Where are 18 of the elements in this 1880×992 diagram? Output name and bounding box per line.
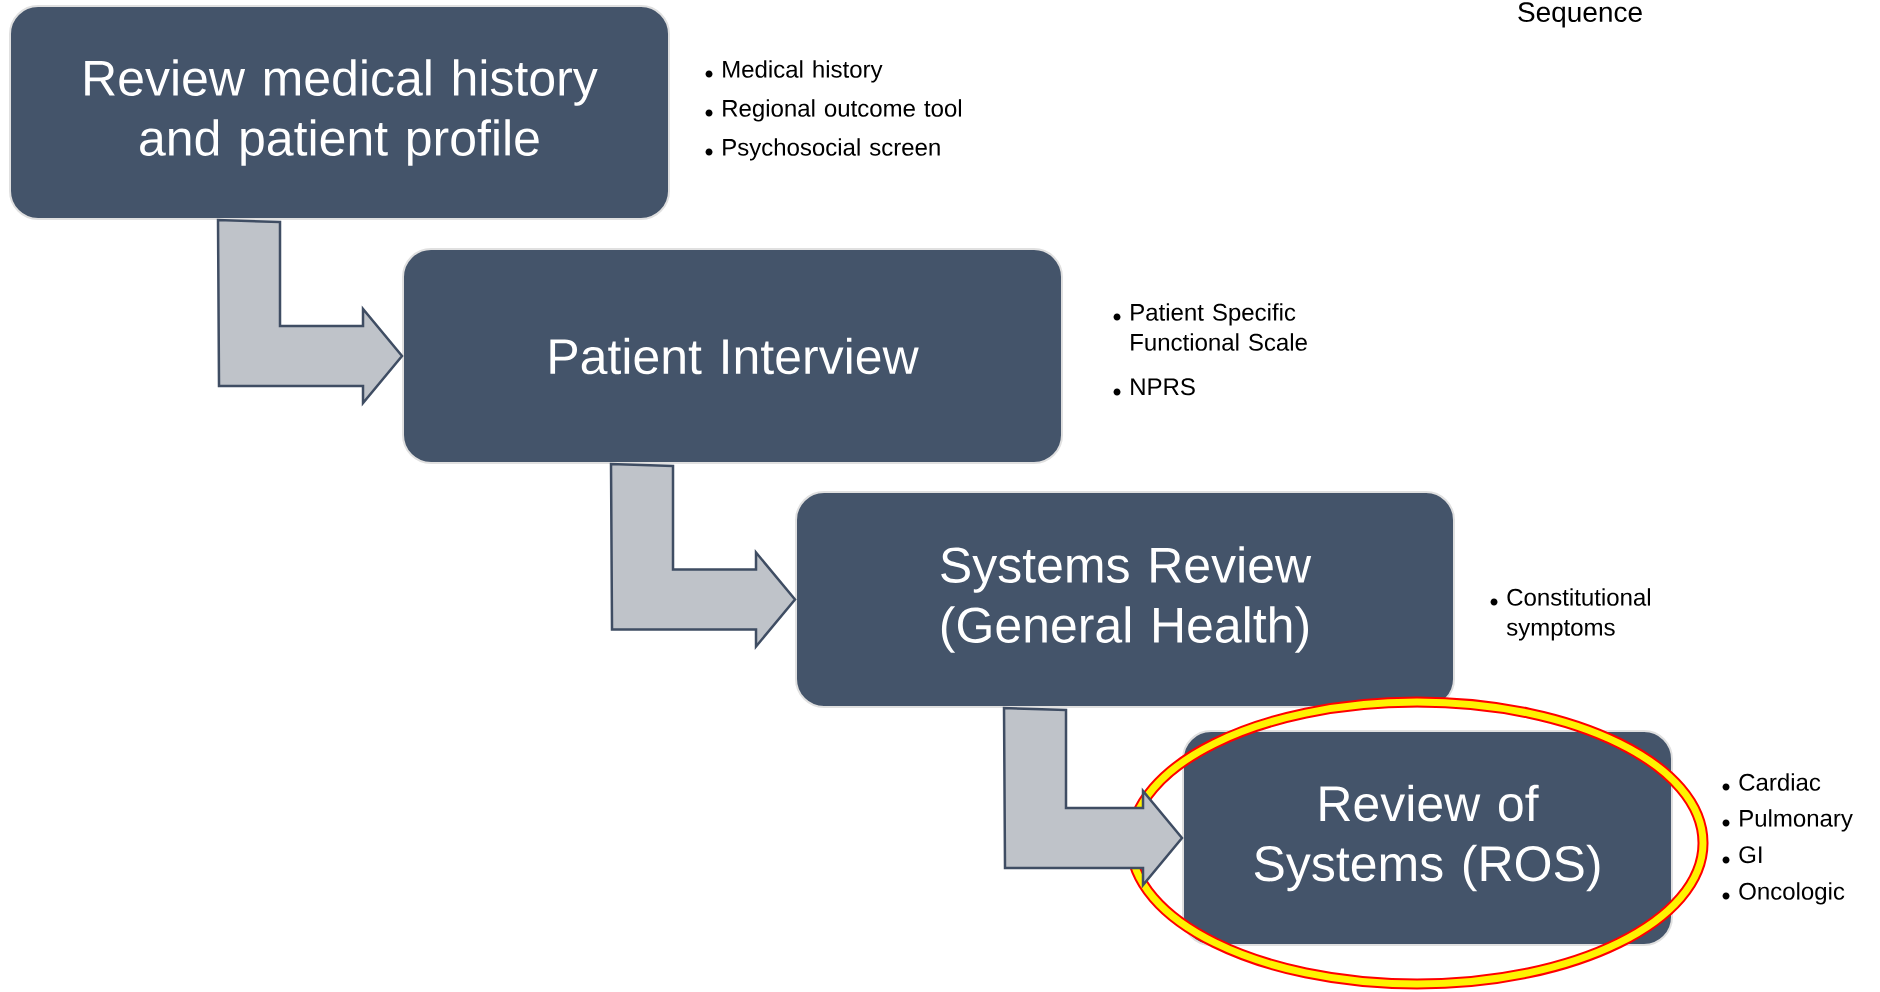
- bullet-item: Patient Specific Functional Scale: [1113, 303, 1307, 351]
- bullet-item: Cardiac: [1722, 773, 1821, 791]
- bullet-item: GI: [1722, 846, 1762, 864]
- process-box: Review of Systems (ROS): [1182, 730, 1673, 946]
- bent-arrow: [216, 218, 404, 407]
- bent-arrow: [1002, 706, 1184, 889]
- bullet-item: Constitutional symptoms: [1490, 588, 1650, 641]
- bullet-item: Pulmonary: [1722, 809, 1853, 832]
- bullet-item: Psychosocial screen: [705, 138, 940, 161]
- bullet-item: Medical history: [705, 60, 883, 83]
- bullet-item: Regional outcome tool: [705, 99, 962, 122]
- bent-arrow: [609, 462, 797, 650]
- process-box: Systems Review (General Health): [795, 491, 1455, 708]
- bullet-item: NPRS: [1113, 378, 1195, 396]
- heading-text: Sequence: [1518, 2, 1642, 28]
- process-box: Patient Interview: [402, 248, 1063, 464]
- process-box: Review medical history and patient profile: [9, 5, 670, 220]
- bullet-item: Oncologic: [1722, 882, 1845, 905]
